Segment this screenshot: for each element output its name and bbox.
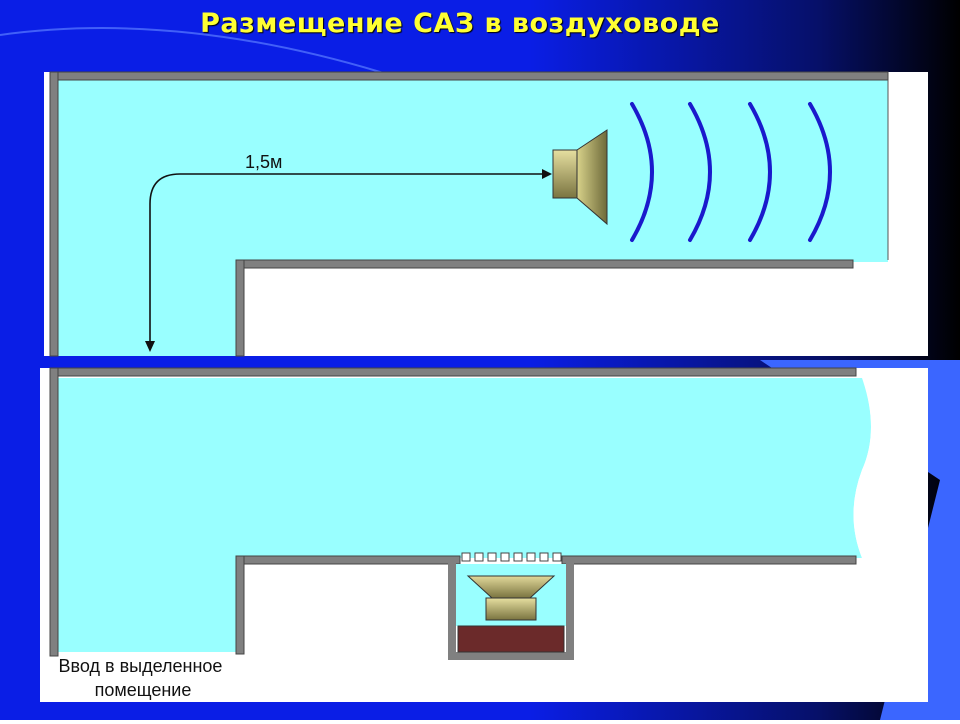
entrance-label-line2: помещение (95, 680, 192, 700)
top-duct-wall-top (49, 71, 889, 81)
top-duct-diagram: 1,5м (44, 71, 928, 357)
entrance-label: Ввод в выделенное помещение (59, 656, 228, 700)
distance-arrow-head-right (542, 169, 552, 179)
bottom-duct-break (853, 376, 894, 558)
speaker-niche (448, 562, 574, 660)
bottom-duct-air (56, 378, 871, 652)
bottom-duct-wall-top (49, 367, 857, 377)
bottom-duct-wall-inner-vertical (235, 555, 245, 655)
bottom-duct-wall-inner-right (561, 555, 857, 565)
speaker-grille-icon (461, 552, 562, 562)
top-duct-wall-left (49, 71, 59, 357)
distance-label: 1,5м (245, 152, 282, 172)
top-duct-wall-inner-horizontal (235, 259, 854, 269)
bottom-duct-wall-inner-left (235, 555, 461, 565)
top-duct-wall-inner-vertical (235, 259, 245, 357)
speaker-up-icon (466, 575, 556, 621)
bottom-duct-wall-left (49, 367, 59, 657)
distance-arrow-head-down (145, 341, 155, 352)
distance-arrow (149, 173, 548, 348)
bottom-duct-diagram: Ввод в выделенное помещение (40, 367, 928, 702)
entrance-label-line1: Ввод в выделенное (59, 656, 223, 676)
top-duct-air (56, 78, 888, 356)
speaker-base (457, 625, 565, 653)
background-decor-swoosh (0, 27, 391, 76)
speaker-icon (552, 129, 608, 226)
sound-waves-icon (630, 102, 832, 242)
slide-title: Размещение САЗ в воздуховоде (200, 8, 720, 39)
